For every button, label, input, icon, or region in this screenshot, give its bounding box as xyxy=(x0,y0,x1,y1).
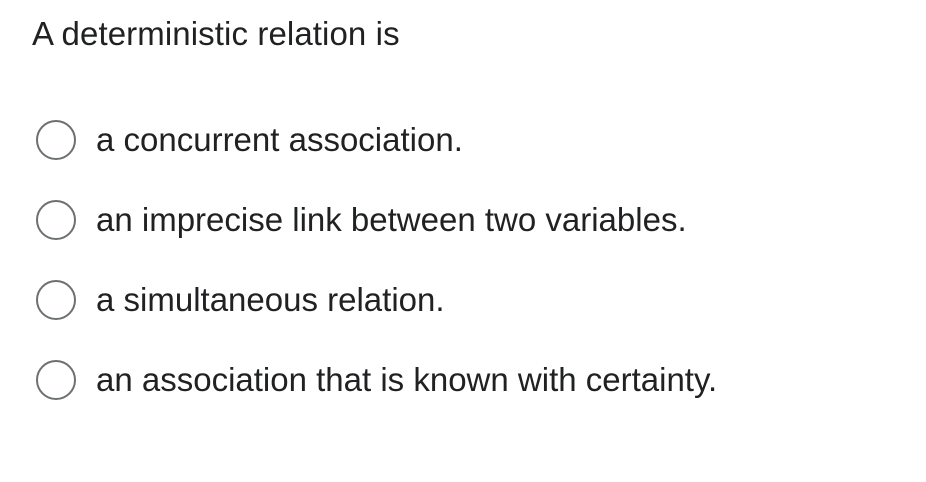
answer-option-label-4[interactable]: an association that is known with certai… xyxy=(96,361,718,398)
answer-option-2[interactable]: an imprecise link between two variables. xyxy=(36,196,717,244)
answer-option-label-3[interactable]: a simultaneous relation. xyxy=(96,281,445,318)
answer-option-label-2[interactable]: an imprecise link between two variables. xyxy=(96,201,687,238)
answer-option-label-1[interactable]: a concurrent association. xyxy=(96,121,463,158)
radio-button-1[interactable] xyxy=(36,120,76,160)
answer-option-1[interactable]: a concurrent association. xyxy=(36,116,717,164)
question-text: A deterministic relation is xyxy=(32,15,400,52)
radio-button-2[interactable] xyxy=(36,200,76,240)
answer-options: a concurrent association. an imprecise l… xyxy=(36,116,717,436)
radio-button-4[interactable] xyxy=(36,360,76,400)
answer-option-3[interactable]: a simultaneous relation. xyxy=(36,276,717,324)
answer-option-4[interactable]: an association that is known with certai… xyxy=(36,356,717,404)
radio-button-3[interactable] xyxy=(36,280,76,320)
